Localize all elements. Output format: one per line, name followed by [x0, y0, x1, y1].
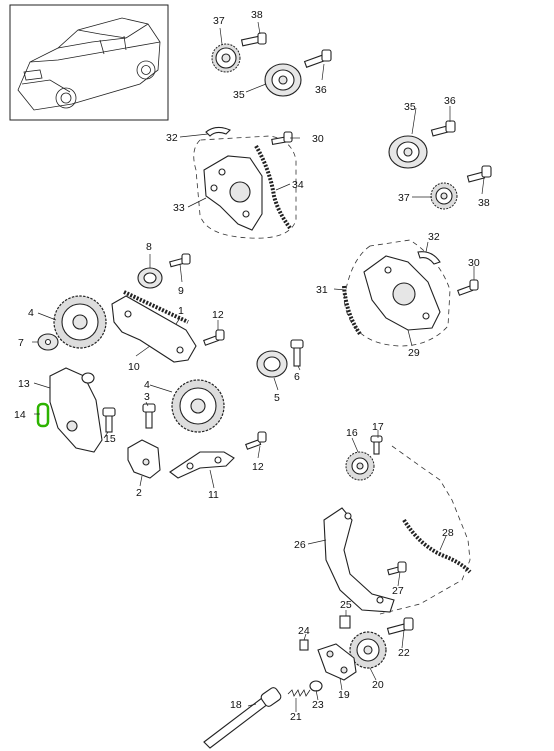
- label-31: 31: [316, 284, 328, 296]
- label-32-top: 32: [166, 132, 178, 144]
- chain-guide-11: [169, 451, 235, 479]
- label-37-right: 37: [398, 192, 410, 204]
- label-19: 19: [338, 689, 350, 701]
- label-2: 2: [136, 487, 142, 499]
- label-3: 3: [144, 391, 150, 403]
- group-outline-top: [193, 135, 297, 239]
- label-20: 20: [372, 679, 384, 691]
- label-34: 34: [292, 179, 304, 191]
- label-4-lower: 4: [144, 379, 150, 391]
- bolt-6: [290, 339, 304, 367]
- label-18: 18: [230, 699, 242, 711]
- label-32-right: 32: [428, 231, 440, 243]
- bolt-12-lower: [245, 431, 267, 450]
- bolt-17: [370, 435, 383, 455]
- label-22: 22: [398, 647, 410, 659]
- label-28: 28: [442, 527, 454, 539]
- bolt-12-upper: [203, 329, 225, 346]
- bolt-36-right: [430, 120, 456, 137]
- label-37-top: 37: [213, 15, 225, 27]
- label-33: 33: [173, 202, 185, 214]
- sprocket-20: [349, 631, 387, 669]
- clip-32-right: [417, 251, 441, 265]
- group-outline-lower: [379, 445, 471, 615]
- label-36-top: 36: [315, 84, 327, 96]
- label-23: 23: [312, 699, 324, 711]
- clip-32-top: [205, 126, 231, 137]
- label-16: 16: [346, 427, 358, 439]
- bolt-22: [386, 617, 414, 635]
- o-ring-23: [309, 680, 323, 692]
- label-29: 29: [408, 347, 420, 359]
- bracket-2: [127, 439, 161, 479]
- sprocket-37-top: [211, 43, 241, 73]
- label-11: 11: [208, 489, 219, 501]
- chain-guide-10: [111, 295, 197, 363]
- spring-21: [287, 689, 311, 697]
- sprocket-37-right: [430, 182, 458, 210]
- bolt-15: [102, 407, 116, 433]
- label-12-lower: 12: [252, 461, 264, 473]
- label-9: 9: [178, 285, 184, 297]
- label-13: 13: [18, 378, 30, 390]
- bolt-27: [387, 561, 407, 576]
- label-15: 15: [104, 433, 116, 445]
- camshaft-adjuster-35-top: [264, 63, 302, 97]
- label-17: 17: [372, 421, 384, 433]
- label-38-top: 38: [251, 9, 263, 21]
- label-14: 14: [14, 409, 26, 421]
- label-8: 8: [146, 241, 152, 253]
- chain-31: [342, 285, 362, 336]
- label-35-right: 35: [404, 101, 416, 113]
- label-10: 10: [128, 361, 140, 373]
- label-1: 1: [178, 305, 184, 317]
- label-36-right: 36: [444, 95, 456, 107]
- label-6: 6: [294, 371, 300, 383]
- bolt-30-top: [271, 131, 293, 145]
- bolt-25: [339, 615, 351, 629]
- tensioner-19: [317, 643, 357, 681]
- group-outline-right: [343, 239, 451, 347]
- chain-28: [402, 518, 472, 574]
- bolt-30-right: [457, 279, 479, 296]
- label-30-top: 30: [312, 133, 324, 145]
- camshaft-adjuster-35-right: [388, 135, 428, 169]
- vehicle-thumbnail: [9, 4, 169, 121]
- washer-7: [37, 333, 59, 351]
- bolt-38-right: [466, 165, 492, 183]
- label-25: 25: [340, 599, 352, 611]
- chain-tensioner-13: [49, 367, 103, 453]
- label-27: 27: [392, 585, 404, 597]
- bolt-3: [142, 403, 156, 429]
- label-4-upper: 4: [28, 307, 34, 319]
- chain-guide-26: [323, 507, 395, 613]
- bolt-9: [169, 253, 191, 268]
- sprocket-16: [345, 451, 375, 481]
- sprocket-4-lower: [171, 379, 225, 433]
- label-30-right: 30: [468, 257, 480, 269]
- chain-guide-33: [203, 155, 263, 231]
- label-5: 5: [274, 392, 280, 404]
- leader-lines: [32, 21, 485, 712]
- label-35-top: 35: [233, 89, 245, 101]
- pump-5: [256, 350, 288, 378]
- sprocket-8: [137, 267, 163, 289]
- label-12-upper: 12: [212, 309, 224, 321]
- plunger-18: [203, 687, 282, 749]
- label-26: 26: [294, 539, 306, 551]
- chain-guide-29: [363, 255, 441, 331]
- label-21: 21: [290, 711, 302, 723]
- seal-14: [36, 402, 50, 428]
- chain-1: [123, 290, 189, 324]
- sprocket-4-upper: [53, 295, 107, 349]
- pin-24: [299, 639, 309, 651]
- chain-34: [254, 144, 292, 230]
- label-7: 7: [18, 337, 24, 349]
- label-24: 24: [298, 625, 310, 637]
- part-number-labels: 37 38 35 36 32 30 34 33 35 36 37 38 8 9 …: [14, 9, 490, 723]
- bolt-36-top: [303, 49, 332, 68]
- bolt-38-top: [240, 32, 267, 47]
- label-38-right: 38: [478, 197, 490, 209]
